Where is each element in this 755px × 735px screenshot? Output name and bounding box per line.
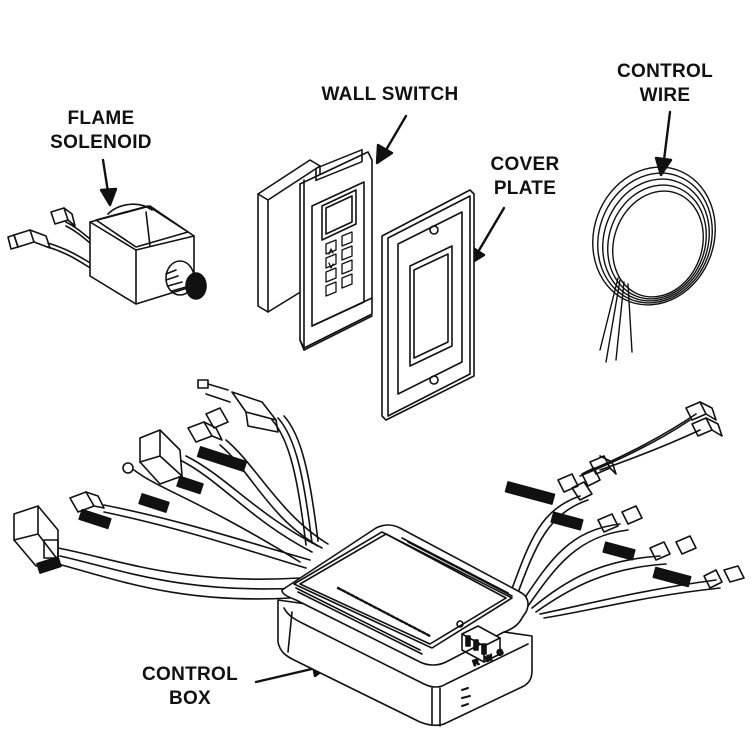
upper-connector-large	[139, 429, 183, 485]
callout-control-wire-line2: WIRE	[639, 85, 691, 106]
solenoid-connector	[7, 229, 51, 250]
wire-harness-left	[57, 415, 329, 600]
callout-cover-plate-line1: COVER	[490, 154, 560, 175]
terminal-block	[461, 625, 501, 663]
terminal-letters: R W G	[471, 646, 506, 668]
callout-cover-plate-line2: PLATE	[493, 178, 557, 199]
cover-plate	[381, 189, 475, 421]
harness-label-tags-right	[504, 481, 692, 588]
callout-control-wire: CONTROL WIRE	[600, 60, 730, 108]
harness-label-tags-left	[36, 446, 248, 574]
power-plug	[197, 379, 279, 433]
control-box: R W G	[277, 524, 533, 727]
callout-control-box-line1: CONTROL	[141, 664, 239, 685]
callout-flame-solenoid-line2: SOLENOID	[50, 132, 152, 153]
callout-control-box-line2: BOX	[168, 688, 212, 709]
wall-switch	[257, 148, 373, 351]
callout-flame-solenoid-line1: FLAME	[67, 108, 135, 129]
callout-control-box: CONTROL BOX	[130, 663, 250, 711]
callout-wall-switch-line1: WALL SWITCH	[321, 84, 459, 105]
callout-cover-plate: COVER PLATE	[470, 153, 580, 201]
terminal-letter-g: G	[496, 647, 505, 658]
spade-connectors-right	[557, 401, 745, 589]
control-wire-coil	[592, 166, 716, 363]
left-connector-large	[13, 505, 59, 567]
solenoid-connector	[50, 207, 76, 227]
wall-switch-buttons	[325, 231, 353, 297]
flame-solenoid	[7, 203, 207, 305]
wire-harness-right	[509, 413, 721, 619]
spade-connectors-left	[69, 407, 229, 513]
callout-wall-switch: WALL SWITCH	[305, 83, 475, 107]
terminal-letter-r: R	[472, 657, 481, 668]
callout-control-wire-line1: CONTROL	[616, 61, 714, 82]
callout-flame-solenoid: FLAME SOLENOID	[36, 107, 166, 155]
